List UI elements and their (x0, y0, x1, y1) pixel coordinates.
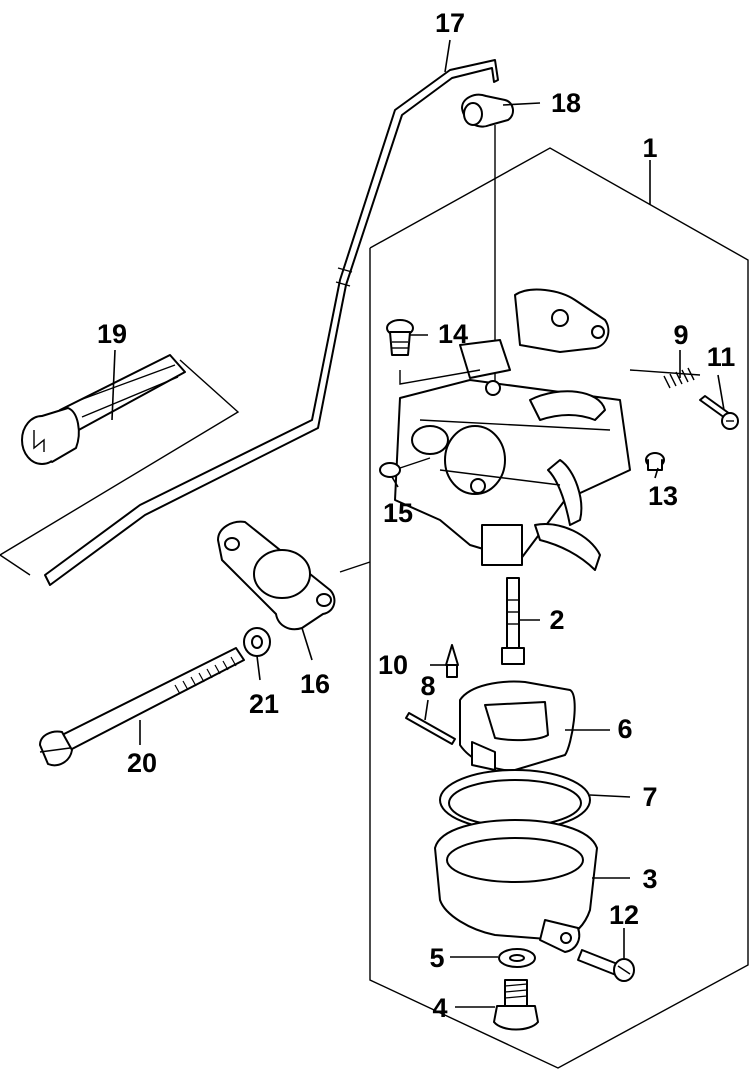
callout-14: 14 (438, 319, 468, 349)
callout-15: 15 (383, 498, 413, 528)
callout-8: 8 (420, 671, 435, 701)
main-jet-icon (501, 577, 525, 665)
choke-knob-icon (0, 354, 240, 576)
leader-lines (111, 39, 725, 1008)
drain-bolt-icon (493, 979, 539, 1031)
throttle-stop-screw-icon (699, 395, 739, 430)
callout-4: 4 (432, 993, 447, 1023)
rod-clip-icon (461, 93, 514, 390)
callout-13: 13 (648, 481, 678, 511)
gasket-ring-icon (439, 769, 591, 831)
float-pin-icon (405, 712, 456, 745)
callout-9: 9 (673, 320, 688, 350)
callout-6: 6 (617, 714, 632, 744)
washer-5-icon (498, 948, 536, 968)
callout-20: 20 (127, 748, 157, 778)
assembly-outline (369, 147, 749, 1069)
callout-1: 1 (642, 133, 657, 163)
float-icon (459, 680, 576, 772)
spring-icon (629, 367, 701, 389)
callout-10: 10 (378, 650, 408, 680)
callout-18: 18 (551, 88, 581, 118)
screw-12-icon (577, 949, 635, 982)
callout-16: 16 (300, 669, 330, 699)
callout-2: 2 (549, 605, 564, 635)
insulator-gasket-icon (217, 520, 336, 631)
stud-bolt-icon (39, 561, 371, 767)
washer-21-icon (243, 627, 271, 657)
float-bowl-icon (434, 819, 598, 953)
callout-7: 7 (642, 782, 657, 812)
callout-3: 3 (642, 864, 657, 894)
carburetor-body-icon (394, 288, 631, 571)
callout-19: 19 (97, 319, 127, 349)
callout-11: 11 (707, 342, 736, 372)
callout-17: 17 (435, 8, 465, 38)
float-valve-icon (445, 644, 459, 678)
callout-labels: 17 18 1 19 14 9 11 13 15 2 10 8 16 21 6 … (97, 8, 735, 1023)
callout-5: 5 (429, 943, 444, 973)
plug-icon (645, 452, 665, 471)
callout-21: 21 (249, 689, 279, 719)
screw-15-icon (379, 457, 431, 478)
pilot-screw-icon (386, 319, 481, 385)
throttle-rod-icon (44, 59, 499, 586)
callout-12: 12 (609, 900, 639, 930)
